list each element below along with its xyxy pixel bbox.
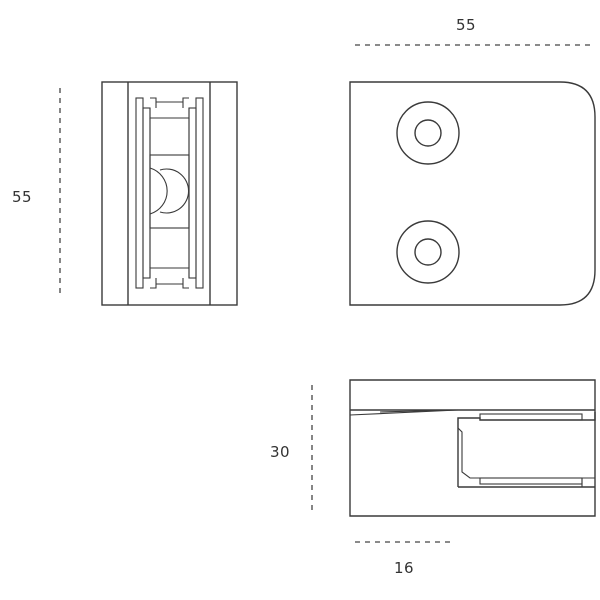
front-view-bottom-block [149, 267, 190, 278]
front-view-right-rail-inner [188, 107, 197, 279]
front-view-bottom-notch [150, 278, 189, 289]
top-view-outer-plate [349, 81, 596, 306]
front-view-screw-head [149, 167, 168, 215]
top-view [349, 81, 596, 306]
side-view-lower-pad [479, 477, 583, 485]
top-view-lower-hole-outer [396, 220, 460, 284]
top-width-dimension-label: 55 [456, 16, 476, 34]
front-view-left-rail-outer [135, 97, 144, 289]
front-view-screw-body [159, 168, 190, 214]
top-view-upper-hole-outer [396, 101, 460, 165]
side-view-outer-body [349, 379, 596, 517]
front-view-top-block [149, 108, 190, 119]
left-height-dimension-label: 55 [12, 188, 32, 206]
depth-dimension-label: 16 [394, 559, 414, 577]
side-view-upper-pad [479, 413, 583, 421]
side-height-dimension-label: 30 [270, 443, 290, 461]
side-view-taper-line-inner [379, 409, 456, 413]
front-view-right-rail-outer [195, 97, 204, 289]
front-view-top-notch [150, 97, 189, 108]
front-view-left-rail-inner [142, 107, 151, 279]
top-view-lower-hole-inner [414, 238, 442, 266]
side-view-jaw-inner-profile [457, 418, 595, 479]
front-view-center-block [149, 154, 190, 229]
top-view-upper-hole-inner [414, 119, 442, 147]
side-view-jaw-upper [457, 412, 596, 487]
front-view-outer-body [101, 81, 238, 306]
side-view [349, 379, 596, 517]
front-view [101, 81, 238, 306]
